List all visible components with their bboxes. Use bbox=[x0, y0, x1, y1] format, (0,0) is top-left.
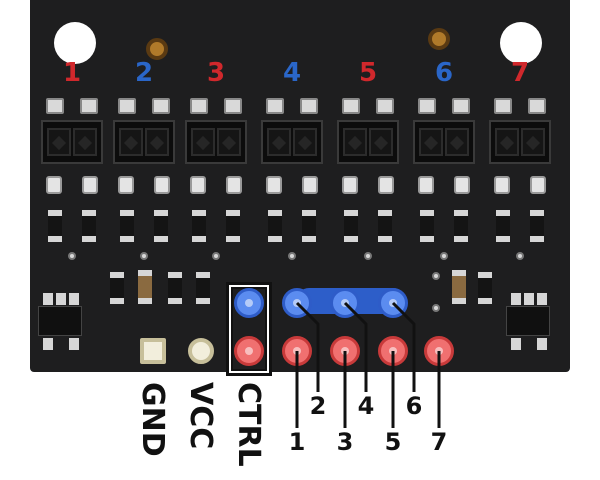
pin-label-5: 5 bbox=[384, 428, 402, 456]
gnd-pad bbox=[140, 338, 166, 364]
resistor-4b bbox=[302, 210, 316, 242]
channel-label-2: 2 bbox=[134, 58, 154, 88]
sensor-pad bbox=[224, 98, 242, 114]
leader-2 bbox=[295, 301, 320, 392]
via-dot bbox=[516, 252, 524, 260]
channel-label-3: 3 bbox=[206, 58, 226, 88]
resistor-bottom-3 bbox=[196, 272, 210, 304]
pin-label-6: 6 bbox=[405, 392, 423, 420]
leader-6 bbox=[391, 301, 416, 392]
resistor-3b bbox=[226, 210, 240, 242]
pin-label-1: 1 bbox=[288, 428, 306, 456]
sensor-pad bbox=[80, 98, 98, 114]
via-dot bbox=[432, 304, 440, 312]
resistor-2b bbox=[154, 210, 168, 242]
ir-sensor-6 bbox=[413, 120, 475, 164]
sensor-pad bbox=[302, 176, 318, 194]
sensor-pad bbox=[494, 176, 510, 194]
gnd-label: GND bbox=[135, 382, 170, 457]
ctrl-pin-red bbox=[234, 336, 264, 366]
sensor-pad bbox=[266, 176, 282, 194]
via-dot bbox=[432, 272, 440, 280]
ir-sensor-7 bbox=[489, 120, 551, 164]
via-left bbox=[146, 38, 168, 60]
pin-label-2: 2 bbox=[309, 392, 327, 420]
sensor-pad bbox=[376, 98, 394, 114]
chip-right bbox=[506, 293, 550, 350]
sensor-pad bbox=[46, 98, 64, 114]
sensor-pad bbox=[342, 176, 358, 194]
sensor-pad bbox=[452, 98, 470, 114]
mounting-hole-left bbox=[54, 22, 96, 64]
sensor-pad bbox=[82, 176, 98, 194]
resistor-6 bbox=[420, 210, 434, 242]
vcc-pad bbox=[188, 338, 214, 364]
sensor-pad bbox=[300, 98, 318, 114]
resistor-6b bbox=[454, 210, 468, 242]
capacitor-bottom-left bbox=[138, 270, 152, 304]
via-right bbox=[428, 28, 450, 50]
via-dot bbox=[140, 252, 148, 260]
sensor-pad bbox=[378, 176, 394, 194]
resistor-1b bbox=[82, 210, 96, 242]
ir-sensor-2 bbox=[113, 120, 175, 164]
mounting-hole-right bbox=[500, 22, 542, 64]
vcc-label: VCC bbox=[183, 382, 218, 450]
via-dot bbox=[68, 252, 76, 260]
ctrl-label: CTRL bbox=[231, 382, 266, 467]
sensor-pad bbox=[190, 176, 206, 194]
sensor-pad bbox=[266, 98, 284, 114]
sensor-pad bbox=[226, 176, 242, 194]
resistor-4 bbox=[268, 210, 282, 242]
sensor-pad bbox=[154, 176, 170, 194]
ir-sensor-3 bbox=[185, 120, 247, 164]
via-dot bbox=[212, 252, 220, 260]
resistor-2 bbox=[120, 210, 134, 242]
sensor-pad bbox=[418, 98, 436, 114]
pin-4 bbox=[330, 288, 360, 318]
sensor-pad bbox=[118, 98, 136, 114]
channel-label-4: 4 bbox=[282, 58, 302, 88]
sensor-pad bbox=[530, 176, 546, 194]
sensor-pad bbox=[342, 98, 360, 114]
resistor-bottom-1 bbox=[110, 272, 124, 304]
via-dot bbox=[364, 252, 372, 260]
ir-sensor-5 bbox=[337, 120, 399, 164]
ctrl-pin-blue bbox=[234, 288, 264, 318]
resistor-7 bbox=[496, 210, 510, 242]
sensor-pad bbox=[46, 176, 62, 194]
leader-4 bbox=[343, 301, 368, 392]
channel-label-7: 7 bbox=[510, 58, 530, 88]
ir-sensor-4 bbox=[261, 120, 323, 164]
resistor-1 bbox=[48, 210, 62, 242]
resistor-5 bbox=[344, 210, 358, 242]
chip-left bbox=[38, 293, 82, 350]
sensor-pad bbox=[152, 98, 170, 114]
channel-label-6: 6 bbox=[434, 58, 454, 88]
capacitor-bottom-right bbox=[452, 270, 466, 304]
sensor-pad bbox=[418, 176, 434, 194]
sensor-pad bbox=[118, 176, 134, 194]
ir-sensor-1 bbox=[41, 120, 103, 164]
channel-label-1: 1 bbox=[62, 58, 82, 88]
channel-label-5: 5 bbox=[358, 58, 378, 88]
sensor-pad bbox=[190, 98, 208, 114]
pin-label-4: 4 bbox=[357, 392, 375, 420]
sensor-pad bbox=[454, 176, 470, 194]
sensor-pad bbox=[494, 98, 512, 114]
pin-label-3: 3 bbox=[336, 428, 354, 456]
sensor-pad bbox=[528, 98, 546, 114]
via-dot bbox=[440, 252, 448, 260]
resistor-5b bbox=[378, 210, 392, 242]
resistor-7b bbox=[530, 210, 544, 242]
pin-label-7: 7 bbox=[430, 428, 448, 456]
resistor-3 bbox=[192, 210, 206, 242]
via-dot bbox=[288, 252, 296, 260]
resistor-bottom-4 bbox=[478, 272, 492, 304]
resistor-bottom-2 bbox=[168, 272, 182, 304]
